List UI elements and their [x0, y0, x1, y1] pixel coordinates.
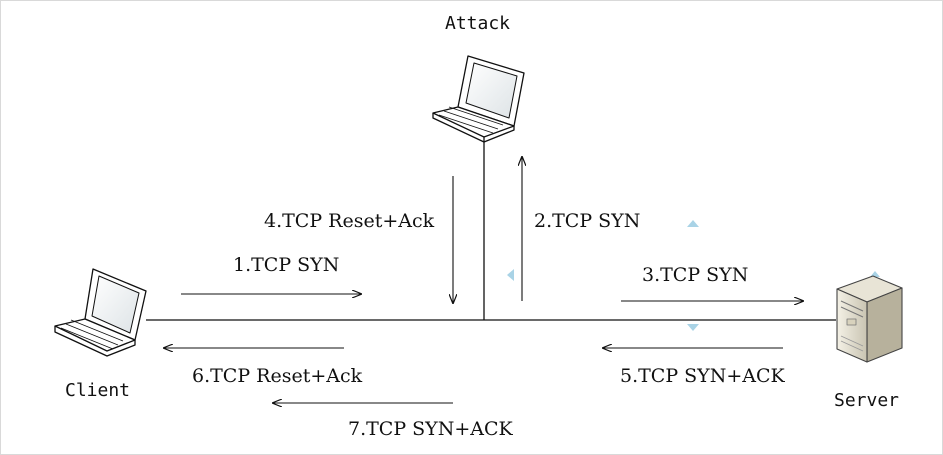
server-tower-icon — [836, 275, 903, 363]
message-label-2: 2.TCP SYN — [534, 210, 641, 232]
client-label: Client — [65, 380, 131, 401]
message-label-1: 1.TCP SYN — [233, 254, 340, 276]
decor-triangle-up — [687, 220, 699, 227]
decor-triangle-down — [687, 324, 699, 331]
message-label-6: 6.TCP Reset+Ack — [192, 365, 363, 387]
attacker-laptop-icon — [432, 55, 525, 143]
decor-triangle-server — [870, 271, 880, 277]
message-label-4: 4.TCP Reset+Ack — [264, 210, 435, 232]
attacker-label: Attack — [445, 13, 511, 34]
message-label-3: 3.TCP SYN — [642, 264, 749, 286]
decor-triangle-left — [507, 269, 514, 281]
message-label-5: 5.TCP SYN+ACK — [620, 365, 785, 387]
server-label: Server — [834, 390, 900, 411]
client-laptop-icon — [54, 268, 147, 357]
message-label-7: 7.TCP SYN+ACK — [348, 418, 513, 440]
